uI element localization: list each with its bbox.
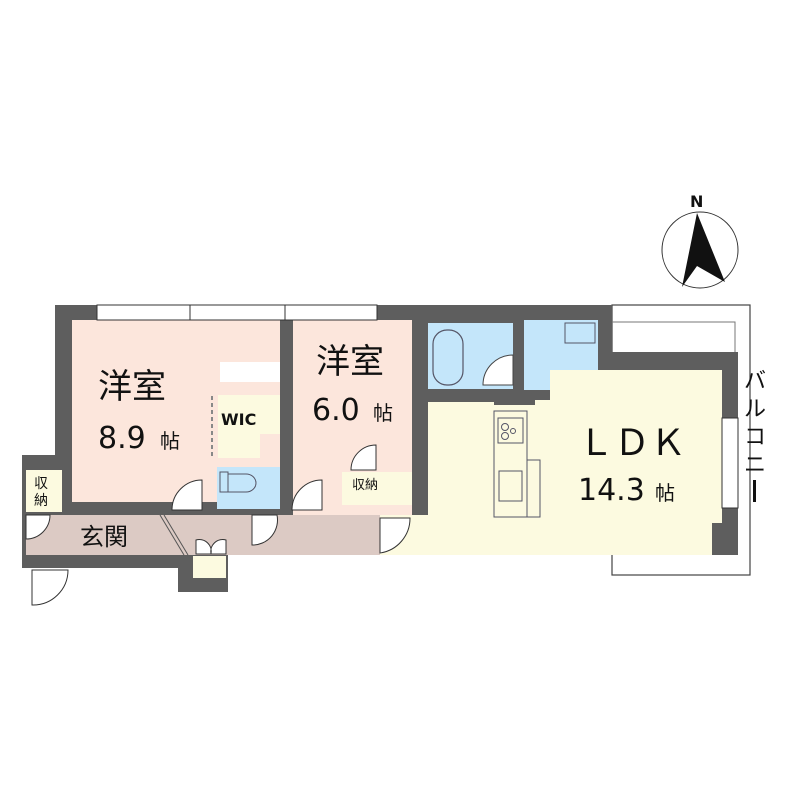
compass-north-label: N (690, 192, 703, 211)
western-room-2-unit: 帖 (373, 401, 393, 425)
wic-label: WIC (221, 410, 256, 429)
doors (25, 444, 411, 606)
sink-icon (498, 470, 523, 502)
western-room-1-unit: 帖 (160, 429, 180, 453)
wic (218, 395, 280, 458)
storage-entrance-label-1: 収 (34, 476, 48, 492)
bathroom-door (482, 354, 514, 386)
kitchen-counter (493, 410, 541, 518)
svg-text:バ: バ (744, 369, 766, 394)
western-room-1-name: 洋室 (98, 367, 166, 407)
compass: N (661, 192, 739, 289)
ldk-room (380, 370, 722, 555)
entrance-hall (26, 515, 380, 555)
storage-entrance (26, 470, 62, 512)
north-arrow-icon (682, 213, 725, 287)
svg-text:コ: コ (744, 425, 766, 450)
bathtub-icon (432, 329, 464, 386)
storage-room2 (342, 472, 412, 505)
svg-text:ル: ル (744, 397, 766, 422)
wic-shelf (220, 362, 280, 382)
windows-top (96, 304, 378, 321)
ldk-name: ＬＤＫ (578, 423, 686, 464)
window-ldk (721, 417, 739, 509)
western-room-2-name: 洋室 (316, 342, 384, 382)
ldk-unit: 帖 (655, 481, 675, 505)
storage-entrance-label-2: 納 (34, 493, 48, 509)
ldk-size: 14.3 (578, 473, 645, 508)
western-room-2-size: 6.0 (312, 393, 360, 428)
svg-text:ニ: ニ (744, 453, 766, 478)
balcony-label: バ ル コ ニ (744, 369, 766, 502)
shoe-box (193, 556, 226, 578)
wash-basin-icon (564, 322, 596, 344)
toilet-icon (219, 471, 257, 493)
storage-room2-label: 収納 (352, 478, 378, 493)
western-room-1-size: 8.9 (98, 421, 146, 456)
entrance-label: 玄関 (80, 523, 128, 551)
